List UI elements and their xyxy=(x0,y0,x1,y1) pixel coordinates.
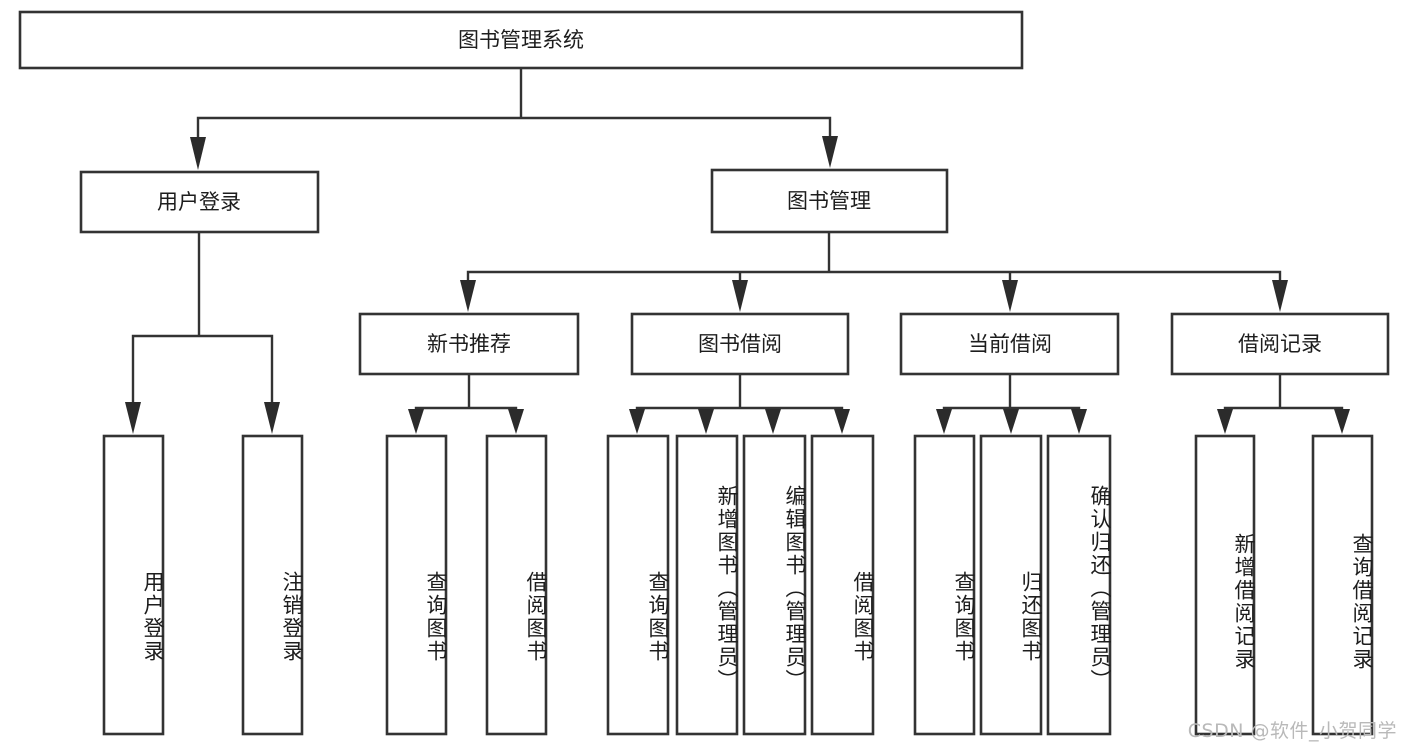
leaf-box-layer xyxy=(102,434,1374,736)
arrow-current-to-leaf-1 xyxy=(936,409,952,434)
watermark-text: CSDN @软件_小贺同学 xyxy=(1187,720,1397,742)
leaf-box-logout[interactable] xyxy=(241,434,304,736)
borrow-record-box[interactable] xyxy=(1170,312,1390,376)
borrow-record-label: 借阅记录 xyxy=(1238,332,1322,356)
arrow-book-mgmt-to-current xyxy=(1002,280,1018,312)
leaf-box-query-book-2[interactable] xyxy=(606,434,670,736)
leaf-box-borrow-book-1[interactable] xyxy=(485,434,548,736)
arrow-borrow-to-leaf-1 xyxy=(629,409,645,434)
root-label: 图书管理系统 xyxy=(458,28,584,52)
arrow-user-login-to-leaf-2 xyxy=(264,402,280,434)
arrow-borrow-to-leaf-4 xyxy=(834,409,850,434)
arrow-record-to-leaf-1 xyxy=(1217,409,1233,434)
node-borrow-record[interactable]: 借阅记录 xyxy=(1170,312,1390,376)
node-book-borrow[interactable]: 图书借阅 xyxy=(630,312,850,376)
book-management-box[interactable] xyxy=(710,168,949,234)
leaf-box-confirm-return[interactable] xyxy=(1046,434,1112,736)
node-user-login[interactable]: 用户登录 xyxy=(79,170,320,234)
arrow-new-book-to-leaf-2 xyxy=(508,409,524,434)
leaf-box-add-book-admin[interactable] xyxy=(675,434,739,736)
node-new-book-recommend[interactable]: 新书推荐 xyxy=(358,312,580,376)
connector-layer xyxy=(125,66,1350,434)
node-book-management[interactable]: 图书管理 xyxy=(710,168,949,234)
book-borrow-label: 图书借阅 xyxy=(698,332,782,356)
leaf-box-query-book-1[interactable] xyxy=(385,434,448,736)
edge-record-bus xyxy=(1223,372,1344,414)
edge-current-bus xyxy=(942,372,1081,414)
book-borrow-box[interactable] xyxy=(630,312,850,376)
leaf-box-query-record[interactable] xyxy=(1311,434,1374,736)
arrow-current-to-leaf-3 xyxy=(1071,409,1087,434)
arrow-record-to-leaf-2 xyxy=(1334,409,1350,434)
node-current-borrow[interactable]: 当前借阅 xyxy=(899,312,1120,376)
root-box[interactable] xyxy=(18,10,1024,70)
edge-borrow-bus xyxy=(635,372,844,414)
edge-root-bus xyxy=(196,66,832,142)
leaf-box-return-book[interactable] xyxy=(979,434,1043,736)
arrow-root-to-user-login xyxy=(190,137,206,170)
leaf-box-add-record[interactable] xyxy=(1194,434,1256,736)
arrow-book-mgmt-to-record xyxy=(1272,280,1288,312)
edge-user-login-bus xyxy=(131,230,274,406)
current-borrow-box[interactable] xyxy=(899,312,1120,376)
book-management-label: 图书管理 xyxy=(787,189,871,213)
user-login-label: 用户登录 xyxy=(157,190,241,214)
leaf-box-edit-book-admin[interactable] xyxy=(742,434,807,736)
arrow-new-book-to-leaf-1 xyxy=(408,409,424,434)
arrow-root-to-book-mgmt xyxy=(822,136,838,168)
arrow-borrow-to-leaf-2 xyxy=(698,409,714,434)
edge-book-mgmt-bus xyxy=(466,230,1282,284)
arrow-book-mgmt-to-borrow xyxy=(732,280,748,312)
arrow-book-mgmt-to-new-book xyxy=(460,280,476,312)
new-book-recommend-label: 新书推荐 xyxy=(427,332,511,356)
arrow-borrow-to-leaf-3 xyxy=(765,409,781,434)
leaf-box-user-login[interactable] xyxy=(102,434,165,736)
current-borrow-label: 当前借阅 xyxy=(968,332,1052,356)
user-login-box[interactable] xyxy=(79,170,320,234)
node-root[interactable]: 图书管理系统 xyxy=(18,10,1024,70)
arrow-current-to-leaf-2 xyxy=(1003,409,1019,434)
edge-new-book-bus xyxy=(414,372,518,414)
arrow-user-login-to-leaf-1 xyxy=(125,402,141,434)
leaf-box-borrow-book-2[interactable] xyxy=(810,434,875,736)
new-book-recommend-box[interactable] xyxy=(358,312,580,376)
leaf-box-query-book-3[interactable] xyxy=(913,434,976,736)
